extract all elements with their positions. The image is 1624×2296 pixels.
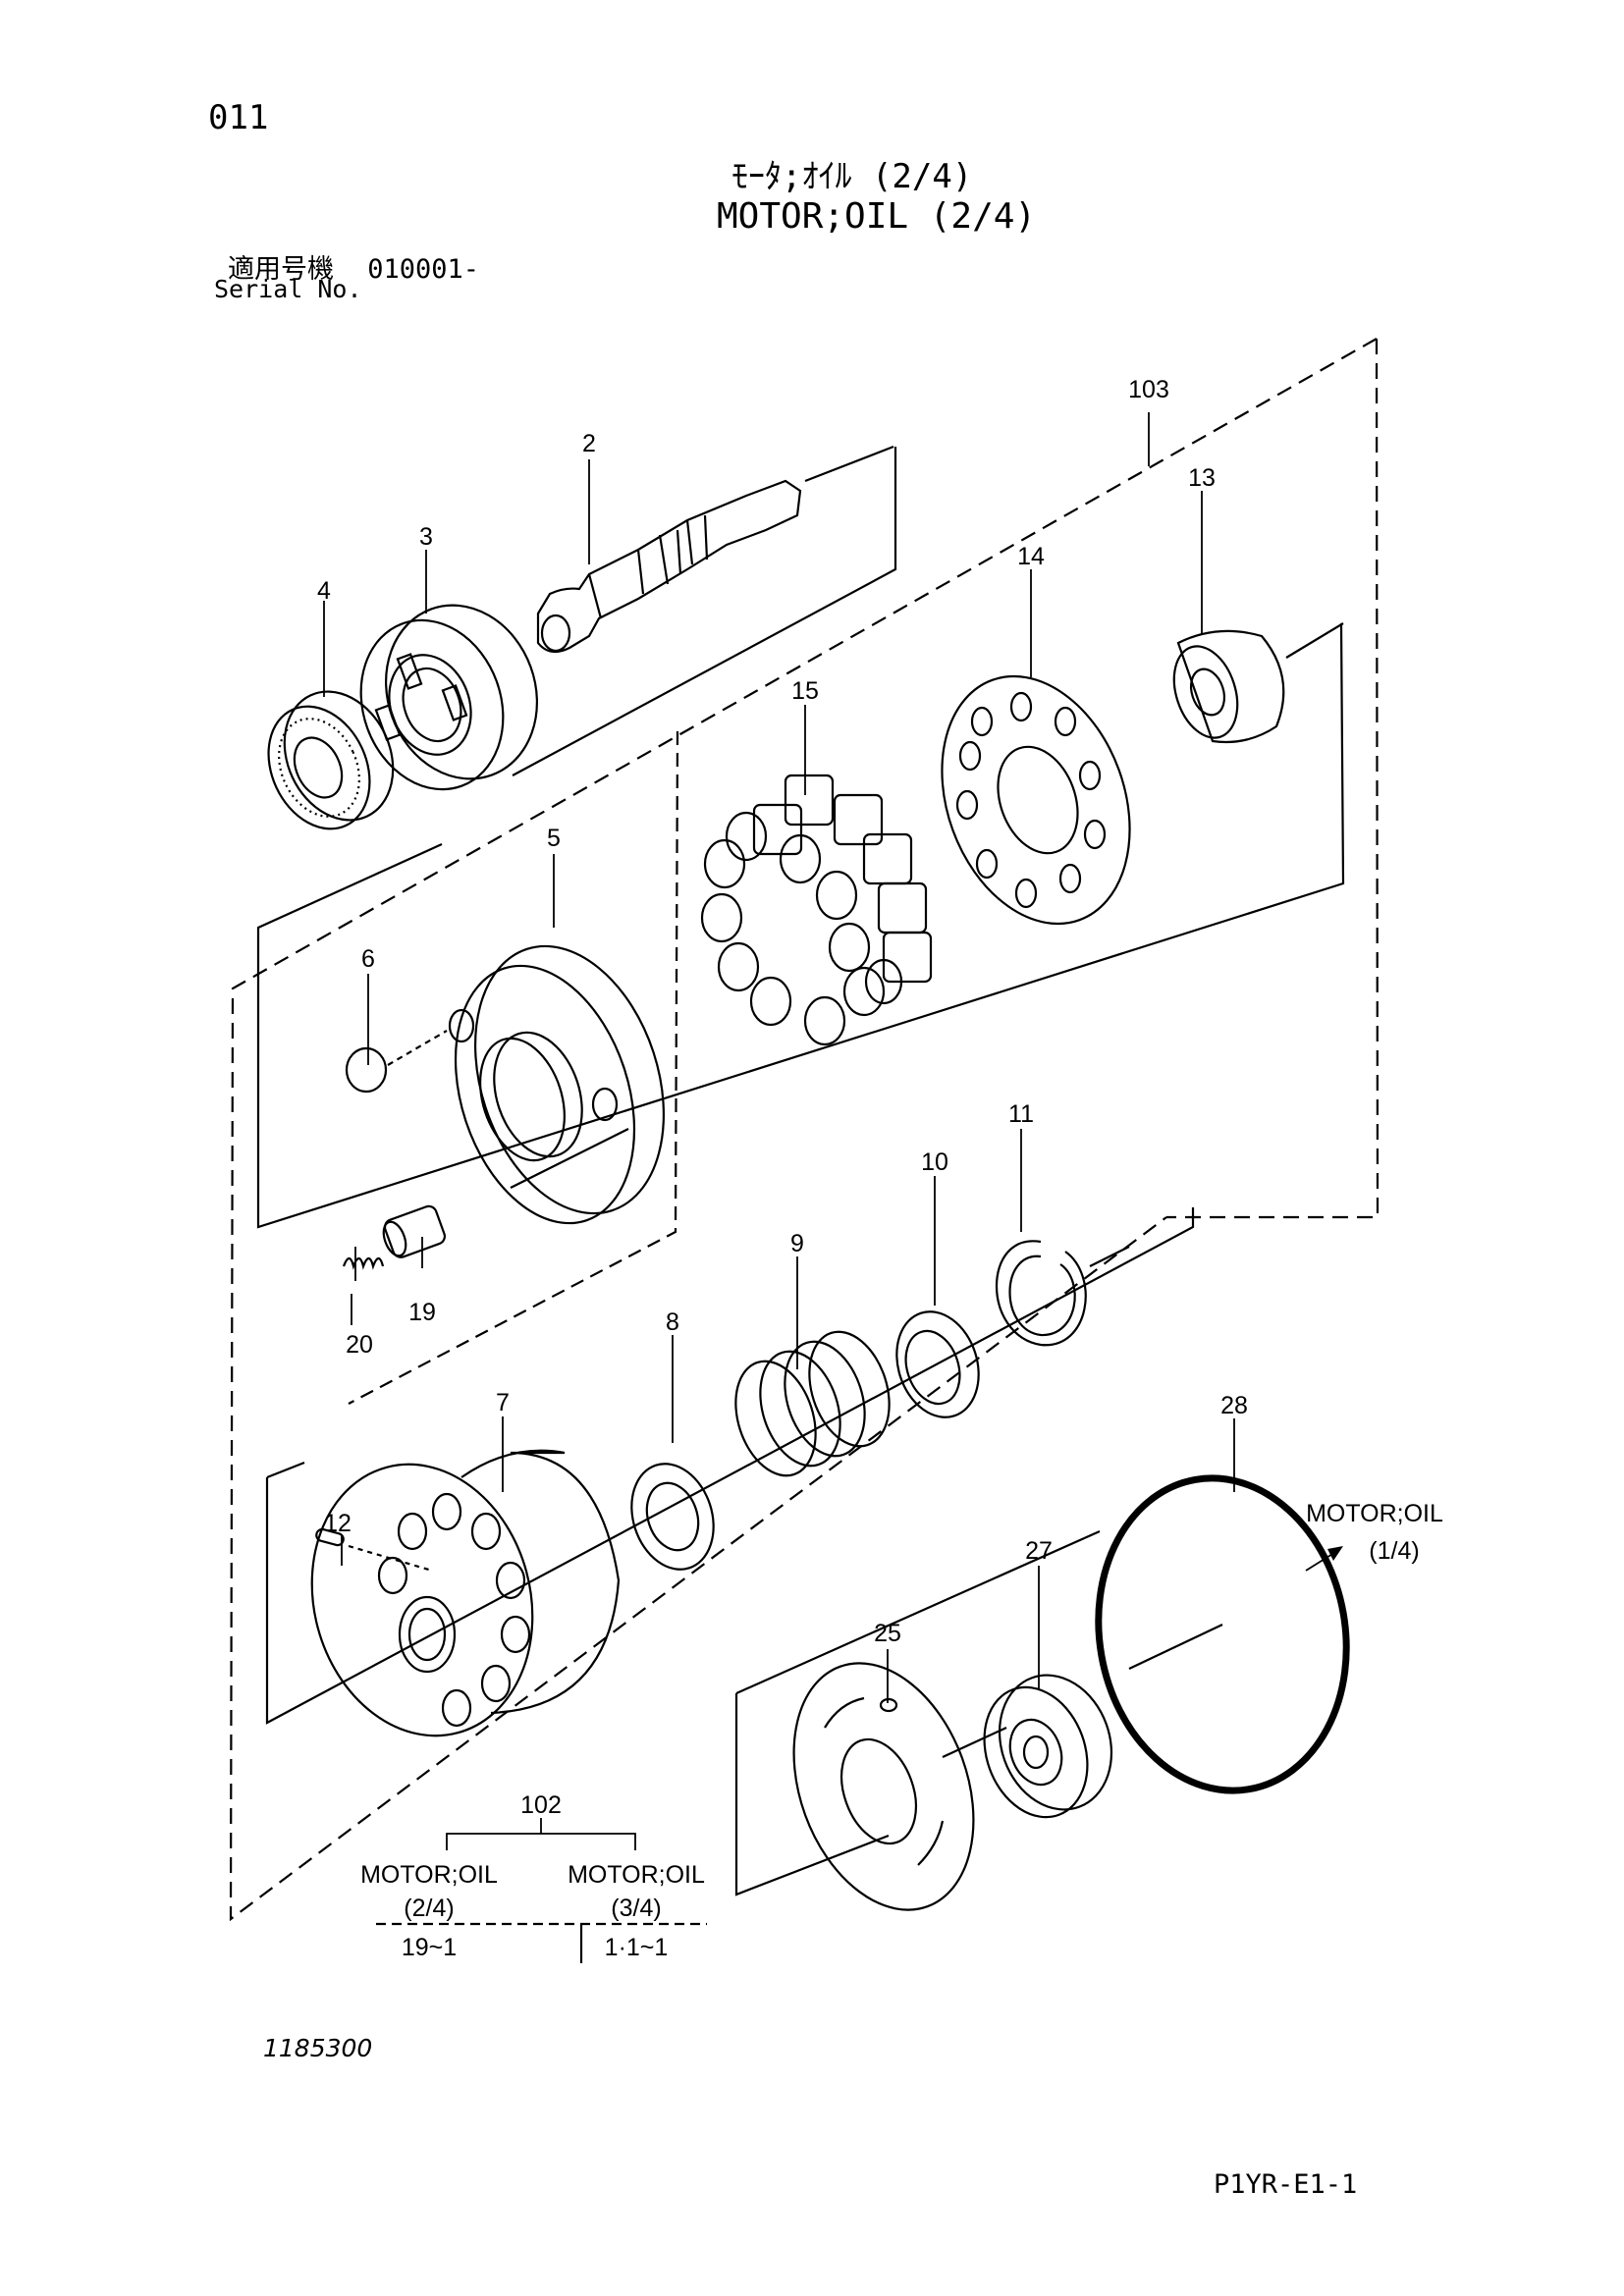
part-27-bearing <box>983 1674 1113 1819</box>
assembly-103-boundary <box>229 338 1380 1922</box>
part-14-retainer-plate <box>941 674 1131 926</box>
center-ref-page: (3/4) <box>611 1895 661 1922</box>
callout-9: 9 <box>790 1230 804 1257</box>
part-3-bearing <box>359 604 539 791</box>
part-12-pin <box>315 1527 433 1573</box>
part-2-shaft <box>536 479 802 654</box>
part-13-bushing <box>1172 629 1285 744</box>
part-7-cylinder-block <box>310 1449 621 1737</box>
part-25-valve-plate <box>792 1662 975 1911</box>
right-ref-page: (1/4) <box>1369 1537 1419 1565</box>
part-8-ring <box>630 1463 715 1571</box>
callout-14: 14 <box>1017 543 1045 570</box>
right-ref-label: MOTOR;OIL <box>1306 1500 1443 1527</box>
part-5-housing <box>448 944 666 1225</box>
arrow-icon <box>1327 1546 1343 1561</box>
page-number: 011 <box>208 98 269 137</box>
callout-10: 10 <box>921 1148 948 1176</box>
part-6-ball <box>345 1046 388 1094</box>
callout-19: 19 <box>408 1299 436 1326</box>
left-ref-label: MOTOR;OIL <box>360 1861 498 1889</box>
title-japanese: ﾓｰﾀ;ｵｲﾙ (2/4) <box>731 157 973 196</box>
center-ref-label: MOTOR;OIL <box>568 1861 705 1889</box>
callout-3: 3 <box>419 523 433 551</box>
part-28-o-ring <box>1095 1474 1350 1794</box>
part-10-spacer <box>895 1310 980 1418</box>
serial-label-japanese: 適用号機 010001- <box>228 247 479 286</box>
serial-value: 010001- <box>367 254 480 285</box>
serial-label-jp-text: 適用号機 <box>228 254 334 285</box>
piston-group-boundary <box>348 730 679 1405</box>
solid-assembly-lines <box>256 445 1345 1896</box>
callout-28: 28 <box>1220 1392 1248 1419</box>
callout-7: 7 <box>496 1389 510 1416</box>
callout-6: 6 <box>361 945 375 973</box>
callout-2: 2 <box>582 430 596 457</box>
callout-8: 8 <box>666 1308 679 1336</box>
center-ref-range: 1·1~1 <box>605 1934 669 1961</box>
serial-label-english: Serial No. <box>214 275 362 303</box>
callout-25: 25 <box>874 1620 901 1647</box>
reference-code: P1YR-E1-1 <box>1214 2169 1358 2200</box>
callout-15: 15 <box>791 677 819 705</box>
part-4-seal <box>267 690 395 830</box>
callout-4: 4 <box>317 577 331 605</box>
part-9-spring <box>734 1330 891 1477</box>
drawing-number: 1185300 <box>263 2034 373 2062</box>
callout-27: 27 <box>1025 1537 1053 1565</box>
callout-13: 13 <box>1188 464 1216 492</box>
callout-12: 12 <box>324 1510 352 1537</box>
left-ref-page: (2/4) <box>404 1895 454 1922</box>
callout-5: 5 <box>547 825 561 852</box>
part-19-sleeve <box>382 1204 446 1258</box>
callout-103: 103 <box>1128 376 1169 403</box>
ball-guide <box>387 1030 448 1066</box>
callout-11: 11 <box>1008 1100 1034 1128</box>
leader-lines <box>323 412 1338 1850</box>
title-english: MOTOR;OIL (2/4) <box>717 196 1037 237</box>
callout-102: 102 <box>520 1791 562 1819</box>
part-11-snap-ring <box>995 1240 1087 1347</box>
callout-20: 20 <box>346 1331 373 1359</box>
part-15-pistons <box>700 774 933 1046</box>
left-ref-range: 19~1 <box>402 1934 457 1961</box>
part-20-spring <box>342 1256 385 1270</box>
